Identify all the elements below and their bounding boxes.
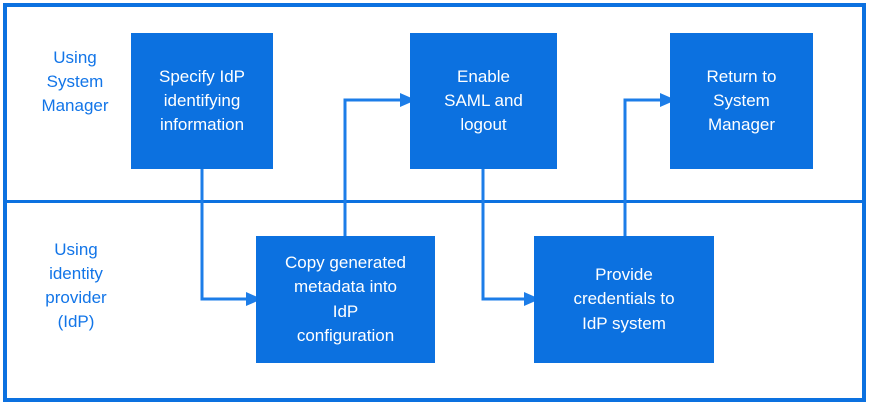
node-enable-saml[interactable]: Enable SAML and logout — [410, 33, 557, 169]
node-provide-credentials[interactable]: Provide credentials to IdP system — [534, 236, 714, 363]
node-return-to-system-manager[interactable]: Return to System Manager — [670, 33, 813, 169]
node-copy-metadata[interactable]: Copy generated metadata into IdP configu… — [256, 236, 435, 363]
node-specify-idp[interactable]: Specify IdP identifying information — [131, 33, 273, 169]
swimlane-divider — [5, 200, 864, 203]
lane-label-system-manager: Using System Manager — [41, 48, 109, 116]
lane-label-identity-provider: Using identity provider (IdP) — [45, 240, 107, 332]
